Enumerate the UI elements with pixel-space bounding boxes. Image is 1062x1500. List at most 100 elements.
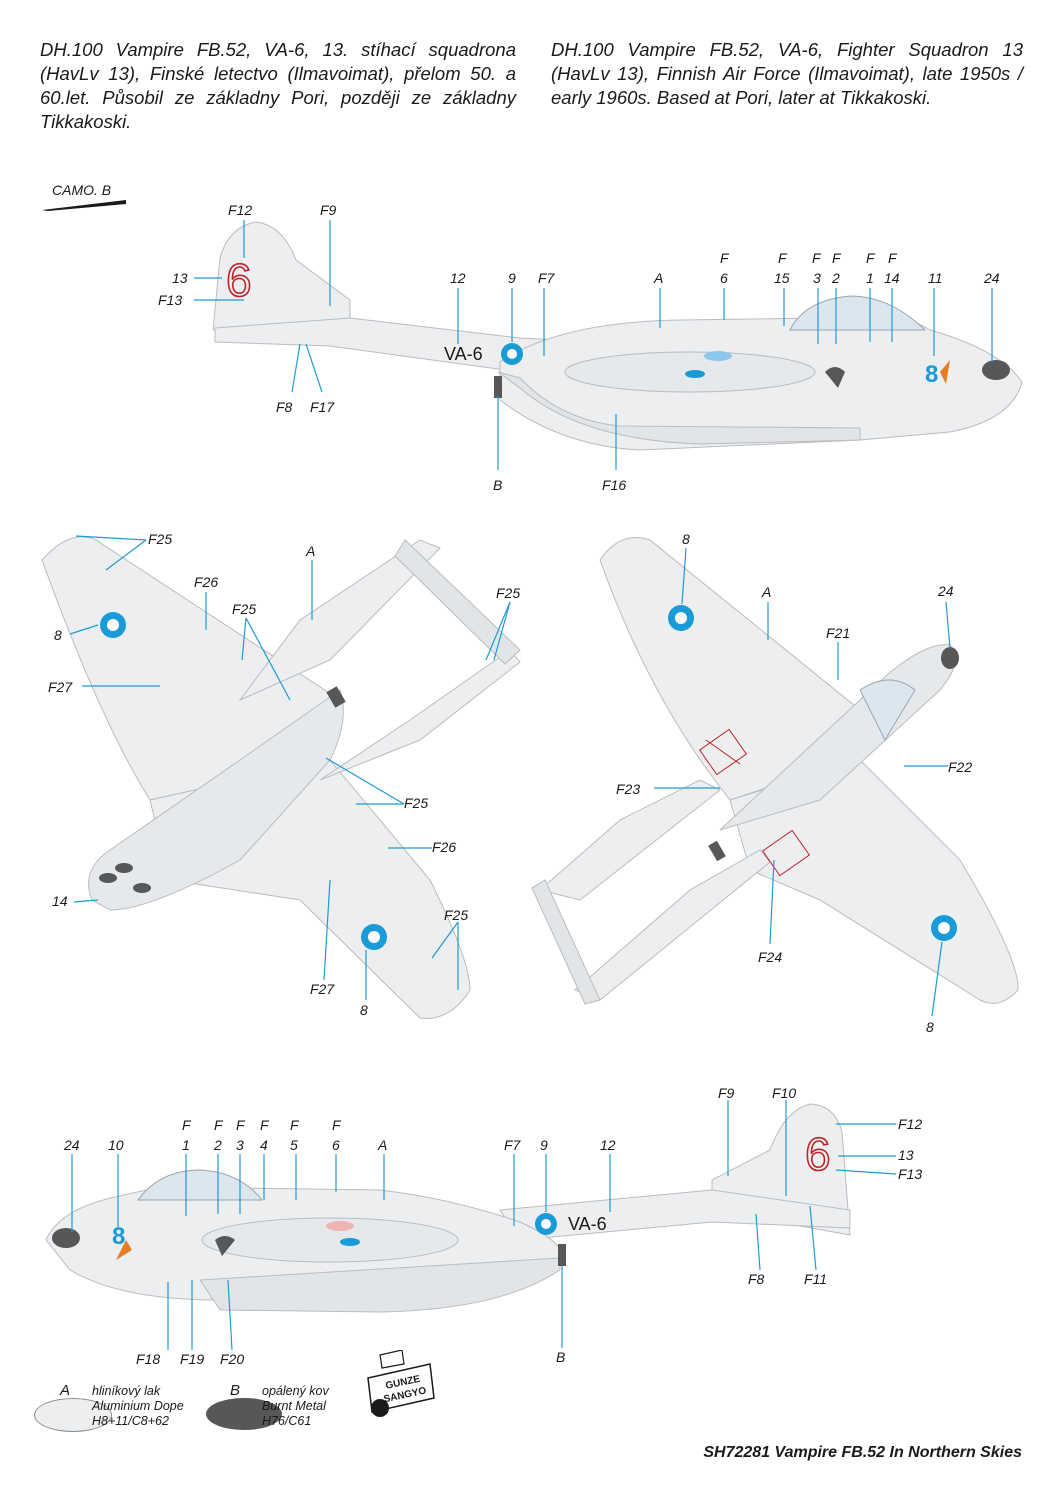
svg-text:8: 8 xyxy=(54,627,62,643)
svg-text:F8: F8 xyxy=(748,1271,765,1287)
tail-number-left: 6 xyxy=(226,254,252,306)
legend-b-letter: B xyxy=(230,1382,241,1399)
svg-text:F27: F27 xyxy=(48,679,73,695)
svg-text:8: 8 xyxy=(360,1002,368,1018)
svg-text:F24: F24 xyxy=(758,949,782,965)
svg-text:F8: F8 xyxy=(276,399,293,415)
svg-text:F: F xyxy=(290,1117,300,1133)
svg-text:A: A xyxy=(761,584,771,600)
burnt-metal-left xyxy=(494,376,502,398)
callouts-right: 24 10 F 1 F 2 F 3 F 4 F 5 F 6 A F7 9 12 … xyxy=(63,1085,922,1367)
underside-tailplane xyxy=(394,539,521,665)
left-side-profile: 6 VA-6 8 F12 F9 13 F13 12 9 F7 A xyxy=(158,202,1023,493)
header-text-english: DH.100 Vampire FB.52, VA-6, Fighter Squa… xyxy=(551,39,1023,108)
svg-text:12: 12 xyxy=(450,270,466,286)
svg-text:F13: F13 xyxy=(898,1166,922,1182)
svg-text:B: B xyxy=(556,1349,565,1365)
svg-text:F18: F18 xyxy=(136,1351,160,1367)
walkway-2 xyxy=(761,829,811,877)
svg-text:F: F xyxy=(720,250,730,266)
nose-intake-right xyxy=(52,1228,80,1248)
svg-text:F: F xyxy=(260,1117,270,1133)
code-left: VA-6 xyxy=(444,344,483,364)
svg-text:24: 24 xyxy=(983,270,1000,286)
svg-text:F11: F11 xyxy=(804,1271,827,1287)
svg-text:15: 15 xyxy=(774,270,790,286)
svg-text:1: 1 xyxy=(866,270,874,286)
wing-roundel-left xyxy=(704,351,732,361)
svg-text:F: F xyxy=(214,1117,224,1133)
top-burnt-metal xyxy=(708,840,726,862)
leaders-underside xyxy=(69,535,511,1000)
emblem-flash-left xyxy=(940,360,950,384)
svg-text:F: F xyxy=(812,250,822,266)
svg-text:F25: F25 xyxy=(148,531,172,547)
svg-text:F7: F7 xyxy=(538,270,556,286)
underside-intake-2 xyxy=(115,863,133,873)
underside-boom-2 xyxy=(319,649,521,781)
svg-text:F9: F9 xyxy=(320,202,337,218)
svg-text:F: F xyxy=(332,1117,342,1133)
svg-text:F12: F12 xyxy=(898,1116,922,1132)
gunze-sangyo-logo: GUNZE SANGYO xyxy=(367,1350,435,1417)
svg-text:F25: F25 xyxy=(404,795,428,811)
wing-roundel-left-2 xyxy=(685,370,705,378)
svg-text:F21: F21 xyxy=(826,625,850,641)
top-roundel-1-center xyxy=(675,612,687,624)
svg-text:3: 3 xyxy=(813,270,821,286)
underside-fuselage xyxy=(88,689,344,911)
underside-roundel-2-center xyxy=(368,931,380,943)
intake-left xyxy=(825,367,845,388)
walkway-1-x1 xyxy=(705,739,741,765)
svg-text:12: 12 xyxy=(600,1137,616,1153)
roundel-left-center xyxy=(507,349,517,359)
svg-text:F7: F7 xyxy=(504,1137,522,1153)
nose-intake-left xyxy=(982,360,1010,380)
svg-text:8: 8 xyxy=(926,1019,934,1035)
svg-text:24: 24 xyxy=(63,1137,80,1153)
canopy-left xyxy=(789,295,927,331)
underside-wing-upper xyxy=(41,536,341,801)
camo-label-text: CAMO. B xyxy=(52,182,112,198)
svg-text:F: F xyxy=(182,1117,192,1133)
svg-text:13: 13 xyxy=(898,1147,914,1163)
header-text-czech: DH.100 Vampire FB.52, VA-6, 13. stíhací … xyxy=(40,39,516,132)
top-roundel-2-center xyxy=(938,922,950,934)
camo-underline xyxy=(42,200,126,211)
burnt-metal-right xyxy=(558,1244,566,1266)
underside-roundel-1-center xyxy=(107,619,119,631)
unit-emblem-left: 8 xyxy=(925,361,938,388)
footer-title: SH72281 Vampire FB.52 In Northern Skies xyxy=(703,1444,1022,1461)
code-right: VA-6 xyxy=(568,1214,607,1234)
tail-fin-left xyxy=(212,221,351,331)
wing-marking-right xyxy=(326,1221,354,1231)
svg-text:F16: F16 xyxy=(602,477,626,493)
underside-boom-1 xyxy=(238,539,441,702)
top-tailplane xyxy=(531,879,601,1005)
svg-text:3: 3 xyxy=(236,1137,244,1153)
svg-text:F19: F19 xyxy=(180,1351,204,1367)
svg-text:A: A xyxy=(305,543,315,559)
wing-root-right xyxy=(201,1217,459,1263)
svg-text:F20: F20 xyxy=(220,1351,244,1367)
svg-text:F: F xyxy=(236,1117,246,1133)
top-canopy xyxy=(859,679,916,742)
svg-text:10: 10 xyxy=(108,1137,124,1153)
leaders-right xyxy=(71,1100,897,1351)
walkway-1 xyxy=(698,728,748,776)
top-wing-upper xyxy=(599,537,861,801)
svg-text:F13: F13 xyxy=(158,292,182,308)
tail-number-right: 6 xyxy=(805,1128,831,1180)
top-boom-1 xyxy=(538,779,721,901)
legend-a-swatch xyxy=(34,1398,112,1432)
top-nose xyxy=(941,647,959,669)
svg-text:24: 24 xyxy=(937,583,954,599)
unit-emblem-right: 8 xyxy=(112,1223,125,1250)
svg-text:F12: F12 xyxy=(228,202,252,218)
svg-text:9: 9 xyxy=(540,1137,548,1153)
svg-text:F9: F9 xyxy=(718,1085,735,1101)
canopy-right xyxy=(137,1169,264,1201)
legend-b-swatch xyxy=(206,1398,282,1430)
underside-burnt-metal xyxy=(326,686,346,708)
svg-text:13: 13 xyxy=(172,270,188,286)
